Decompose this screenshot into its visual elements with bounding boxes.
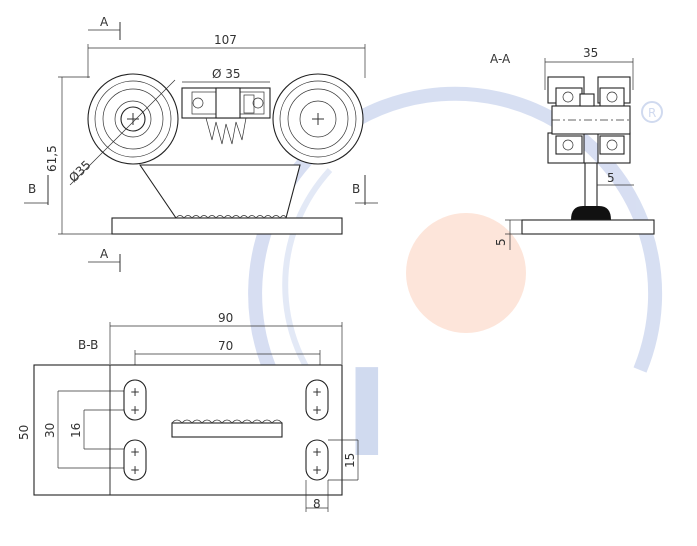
watermark-blue-arc	[248, 86, 663, 425]
right-wheel	[272, 73, 364, 165]
dim-hole-spacing-30: 30	[43, 423, 57, 438]
gear-teeth	[205, 117, 247, 145]
section-plate	[521, 219, 655, 235]
dim-height-61-5: 61,5	[45, 145, 59, 172]
slot-bottom-right: ++	[305, 439, 329, 481]
section-bb-view: B-B 90 70 50 30 16 ++ ++	[17, 311, 359, 512]
svg-text:R: R	[648, 106, 656, 120]
dim-plate-thickness-5: 5	[494, 238, 508, 246]
slot-top-right: ++	[305, 379, 329, 421]
section-bb-label: B-B	[78, 338, 98, 352]
slot-bottom-left: ++	[123, 439, 147, 481]
carriage-bracket	[138, 164, 301, 219]
center-weld	[171, 422, 283, 438]
section-aa-label: A-A	[490, 52, 511, 66]
slot-top-left: ++	[123, 379, 147, 421]
dim-width-107: 107	[214, 33, 237, 47]
svg-text:+: +	[312, 445, 322, 459]
cut-a-top-label: A	[100, 15, 109, 29]
dim-wheel-d35: Ø35	[66, 158, 93, 185]
cut-a-bottom-label: A	[100, 247, 109, 261]
dim-hole-spacing-16: 16	[69, 423, 83, 438]
dim-bearing-d35: Ø 35	[212, 67, 241, 81]
svg-text:+: +	[312, 385, 322, 399]
mounting-plate	[111, 217, 343, 235]
cut-b-left-label: B	[28, 182, 36, 196]
dim-section-width-35: 35	[583, 46, 598, 60]
stem	[584, 162, 598, 209]
dim-slot-length-15: 15	[343, 453, 357, 468]
svg-text:+: +	[312, 403, 322, 417]
section-aa-view: A-A 35 5 5	[490, 46, 655, 250]
svg-text:+: +	[130, 445, 140, 459]
cut-b-right-label: B	[352, 182, 360, 196]
svg-text:+: +	[312, 463, 322, 477]
dim-plate-height-50: 50	[17, 425, 31, 440]
weld-seam	[175, 215, 287, 219]
dim-axle-5: 5	[607, 171, 615, 185]
front-view: A A B B 107 61,5 Ø 35	[24, 15, 378, 272]
svg-text:+: +	[130, 463, 140, 477]
dim-hole-spacing-70: 70	[218, 339, 233, 353]
dim-plate-width-90: 90	[218, 311, 233, 325]
dim-slot-width-8: 8	[313, 497, 321, 511]
watermark-orange-circle	[406, 213, 526, 333]
weld-blob	[571, 206, 611, 220]
svg-text:+: +	[130, 403, 140, 417]
svg-text:+: +	[130, 385, 140, 399]
registered-mark	[641, 101, 663, 123]
